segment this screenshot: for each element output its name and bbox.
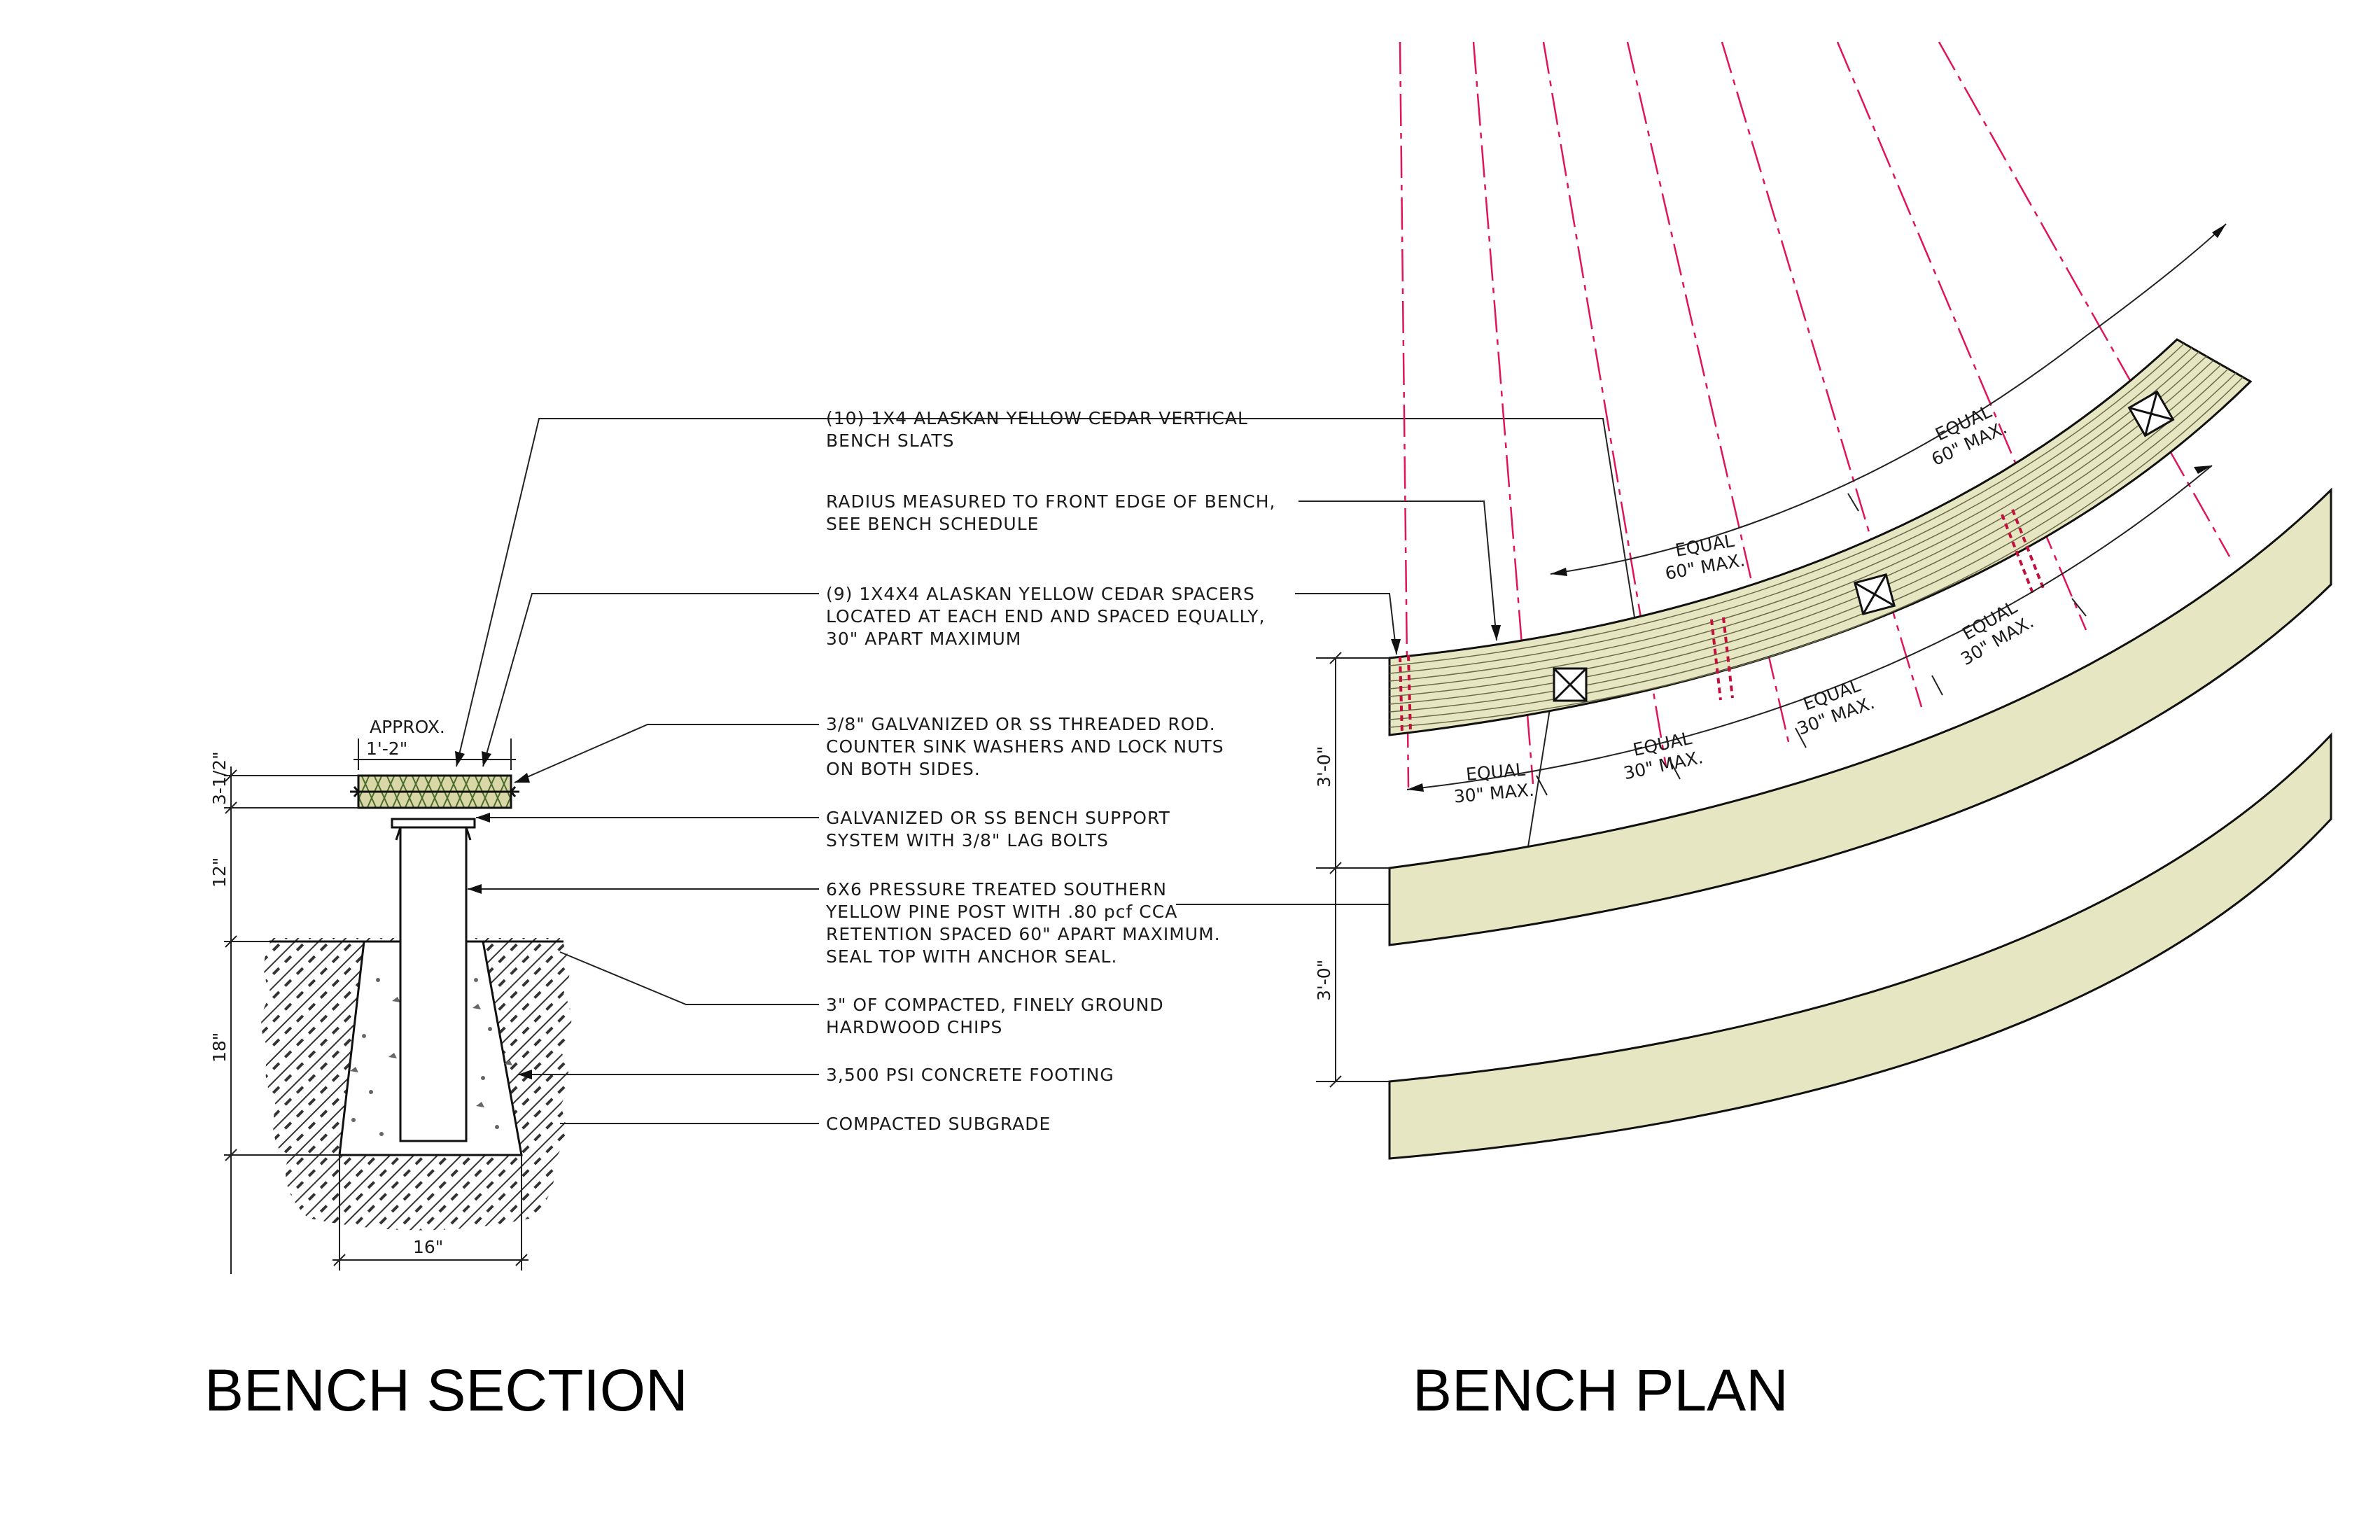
max30-label-1: 30" MAX. bbox=[1453, 780, 1535, 807]
dim-approx-label: APPROX. bbox=[370, 717, 445, 737]
note-radius: RADIUS MEASURED TO FRONT EDGE OF BENCH, … bbox=[826, 491, 1282, 534]
dim-footing-depth: 18" bbox=[209, 1032, 230, 1063]
dim-bench-width-value: 1'-2" bbox=[366, 738, 407, 759]
dim-post-above-grade: 12" bbox=[209, 858, 230, 888]
dim-footing-width: 16" bbox=[332, 1155, 528, 1270]
plan-dimension-arcs bbox=[1406, 223, 2227, 796]
note-bench-slats: (10) 1X4 ALASKAN YELLOW CEDAR VERTICAL B… bbox=[826, 408, 1254, 451]
post-markers bbox=[1553, 390, 2175, 702]
dim-plan-spacing-1: 3'-0" bbox=[1314, 746, 1334, 788]
note-post: 6X6 PRESSURE TREATED SOUTHERN YELLOW PIN… bbox=[825, 879, 1227, 967]
leader-arrowheads bbox=[455, 625, 1501, 1079]
pressure-treated-post bbox=[399, 821, 468, 1142]
bench-top-slatted bbox=[1388, 338, 2253, 736]
bench-plan: EQUAL 30" MAX. EQUAL 30" MAX. EQUAL 30" … bbox=[1314, 41, 2332, 1160]
dim-vertical-stack: 3-1/2" 12" 18" bbox=[209, 751, 358, 1274]
bench-band-3 bbox=[1388, 732, 2332, 1160]
concrete-aggregate-dots bbox=[350, 978, 512, 1136]
bench-support-bracket bbox=[391, 818, 476, 841]
note-wood-chips: 3" OF COMPACTED, FINELY GROUND HARDWOOD … bbox=[826, 995, 1170, 1037]
note-support-system: GALVANIZED OR SS BENCH SUPPORT SYSTEM WI… bbox=[826, 808, 1177, 850]
title-bench-section: BENCH SECTION bbox=[204, 1357, 688, 1423]
dim-footing-width-value: 16" bbox=[413, 1237, 443, 1257]
callout-notes: (10) 1X4 ALASKAN YELLOW CEDAR VERTICAL B… bbox=[825, 408, 1282, 1134]
dim-seat-height: 3-1/2" bbox=[209, 751, 230, 805]
leader-lines bbox=[456, 418, 1642, 1124]
dim-plan-spacing-2: 3'-0" bbox=[1314, 960, 1334, 1001]
dim-bench-width: APPROX. 1'-2" bbox=[354, 717, 516, 770]
note-spacers: (9) 1X4X4 ALASKAN YELLOW CEDAR SPACERS L… bbox=[826, 584, 1271, 649]
note-concrete-footing: 3,500 PSI CONCRETE FOOTING bbox=[826, 1065, 1114, 1085]
note-compacted-subgrade: COMPACTED SUBGRADE bbox=[826, 1114, 1051, 1134]
note-threaded-rod: 3/8" GALVANIZED OR SS THREADED ROD. COUN… bbox=[826, 714, 1231, 779]
bench-band-2 bbox=[1388, 487, 2332, 946]
title-bench-plan: BENCH PLAN bbox=[1413, 1357, 1788, 1423]
bench-section: APPROX. 1'-2" 3-1/2" 12" 18" 16" bbox=[209, 717, 572, 1274]
rod-nuts bbox=[353, 786, 517, 797]
plan-vertical-dims: 3'-0" 3'-0" bbox=[1314, 652, 1390, 1088]
